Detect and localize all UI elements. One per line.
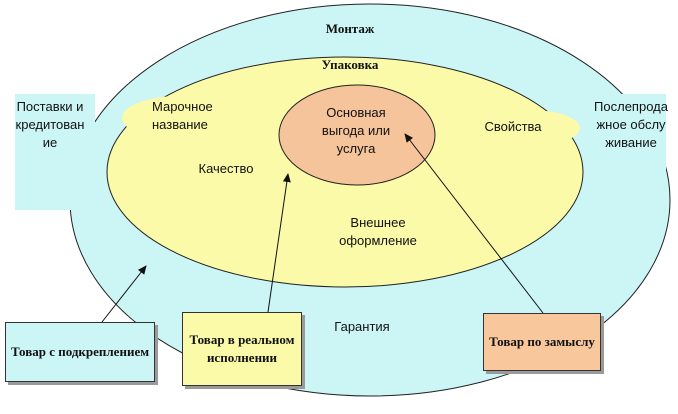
arrow-intended	[404, 133, 544, 314]
properties-bump	[480, 110, 580, 146]
middle-level-label: Упаковка	[321, 57, 379, 72]
arrow-actual	[267, 173, 291, 313]
augmented-product-label: Товар с подкреплением	[10, 344, 150, 359]
arrow-augmented	[101, 265, 147, 323]
properties-label: Свойства	[484, 119, 542, 134]
augmented-product-box: Товар с подкреплением	[5, 322, 155, 382]
intended-product-box: Товар по замыслу	[483, 313, 601, 371]
after-sales-panel	[596, 94, 666, 190]
quality-label: Качество	[198, 161, 254, 176]
brand-bump	[122, 96, 238, 140]
actual-product-label: Товар в реальном исполнении	[189, 332, 295, 365]
brand-label: Марочное название	[152, 99, 213, 132]
actual-product-box: Товар в реальном исполнении	[182, 312, 302, 386]
core-ellipse	[278, 84, 436, 186]
intended-product-label: Товар по замыслу	[489, 334, 595, 349]
core-benefit-label: Основная выгода или услуга	[321, 105, 391, 156]
supply-panel	[15, 94, 95, 210]
warranty-label: Гарантия	[334, 319, 390, 334]
after-sales-label: Послепродажное обслуживание	[594, 99, 668, 150]
design-label: Внешнее оформление	[339, 215, 417, 248]
outer-level-label: Монтаж	[325, 21, 375, 36]
supply-label: Поставки и кредитование	[15, 99, 85, 150]
